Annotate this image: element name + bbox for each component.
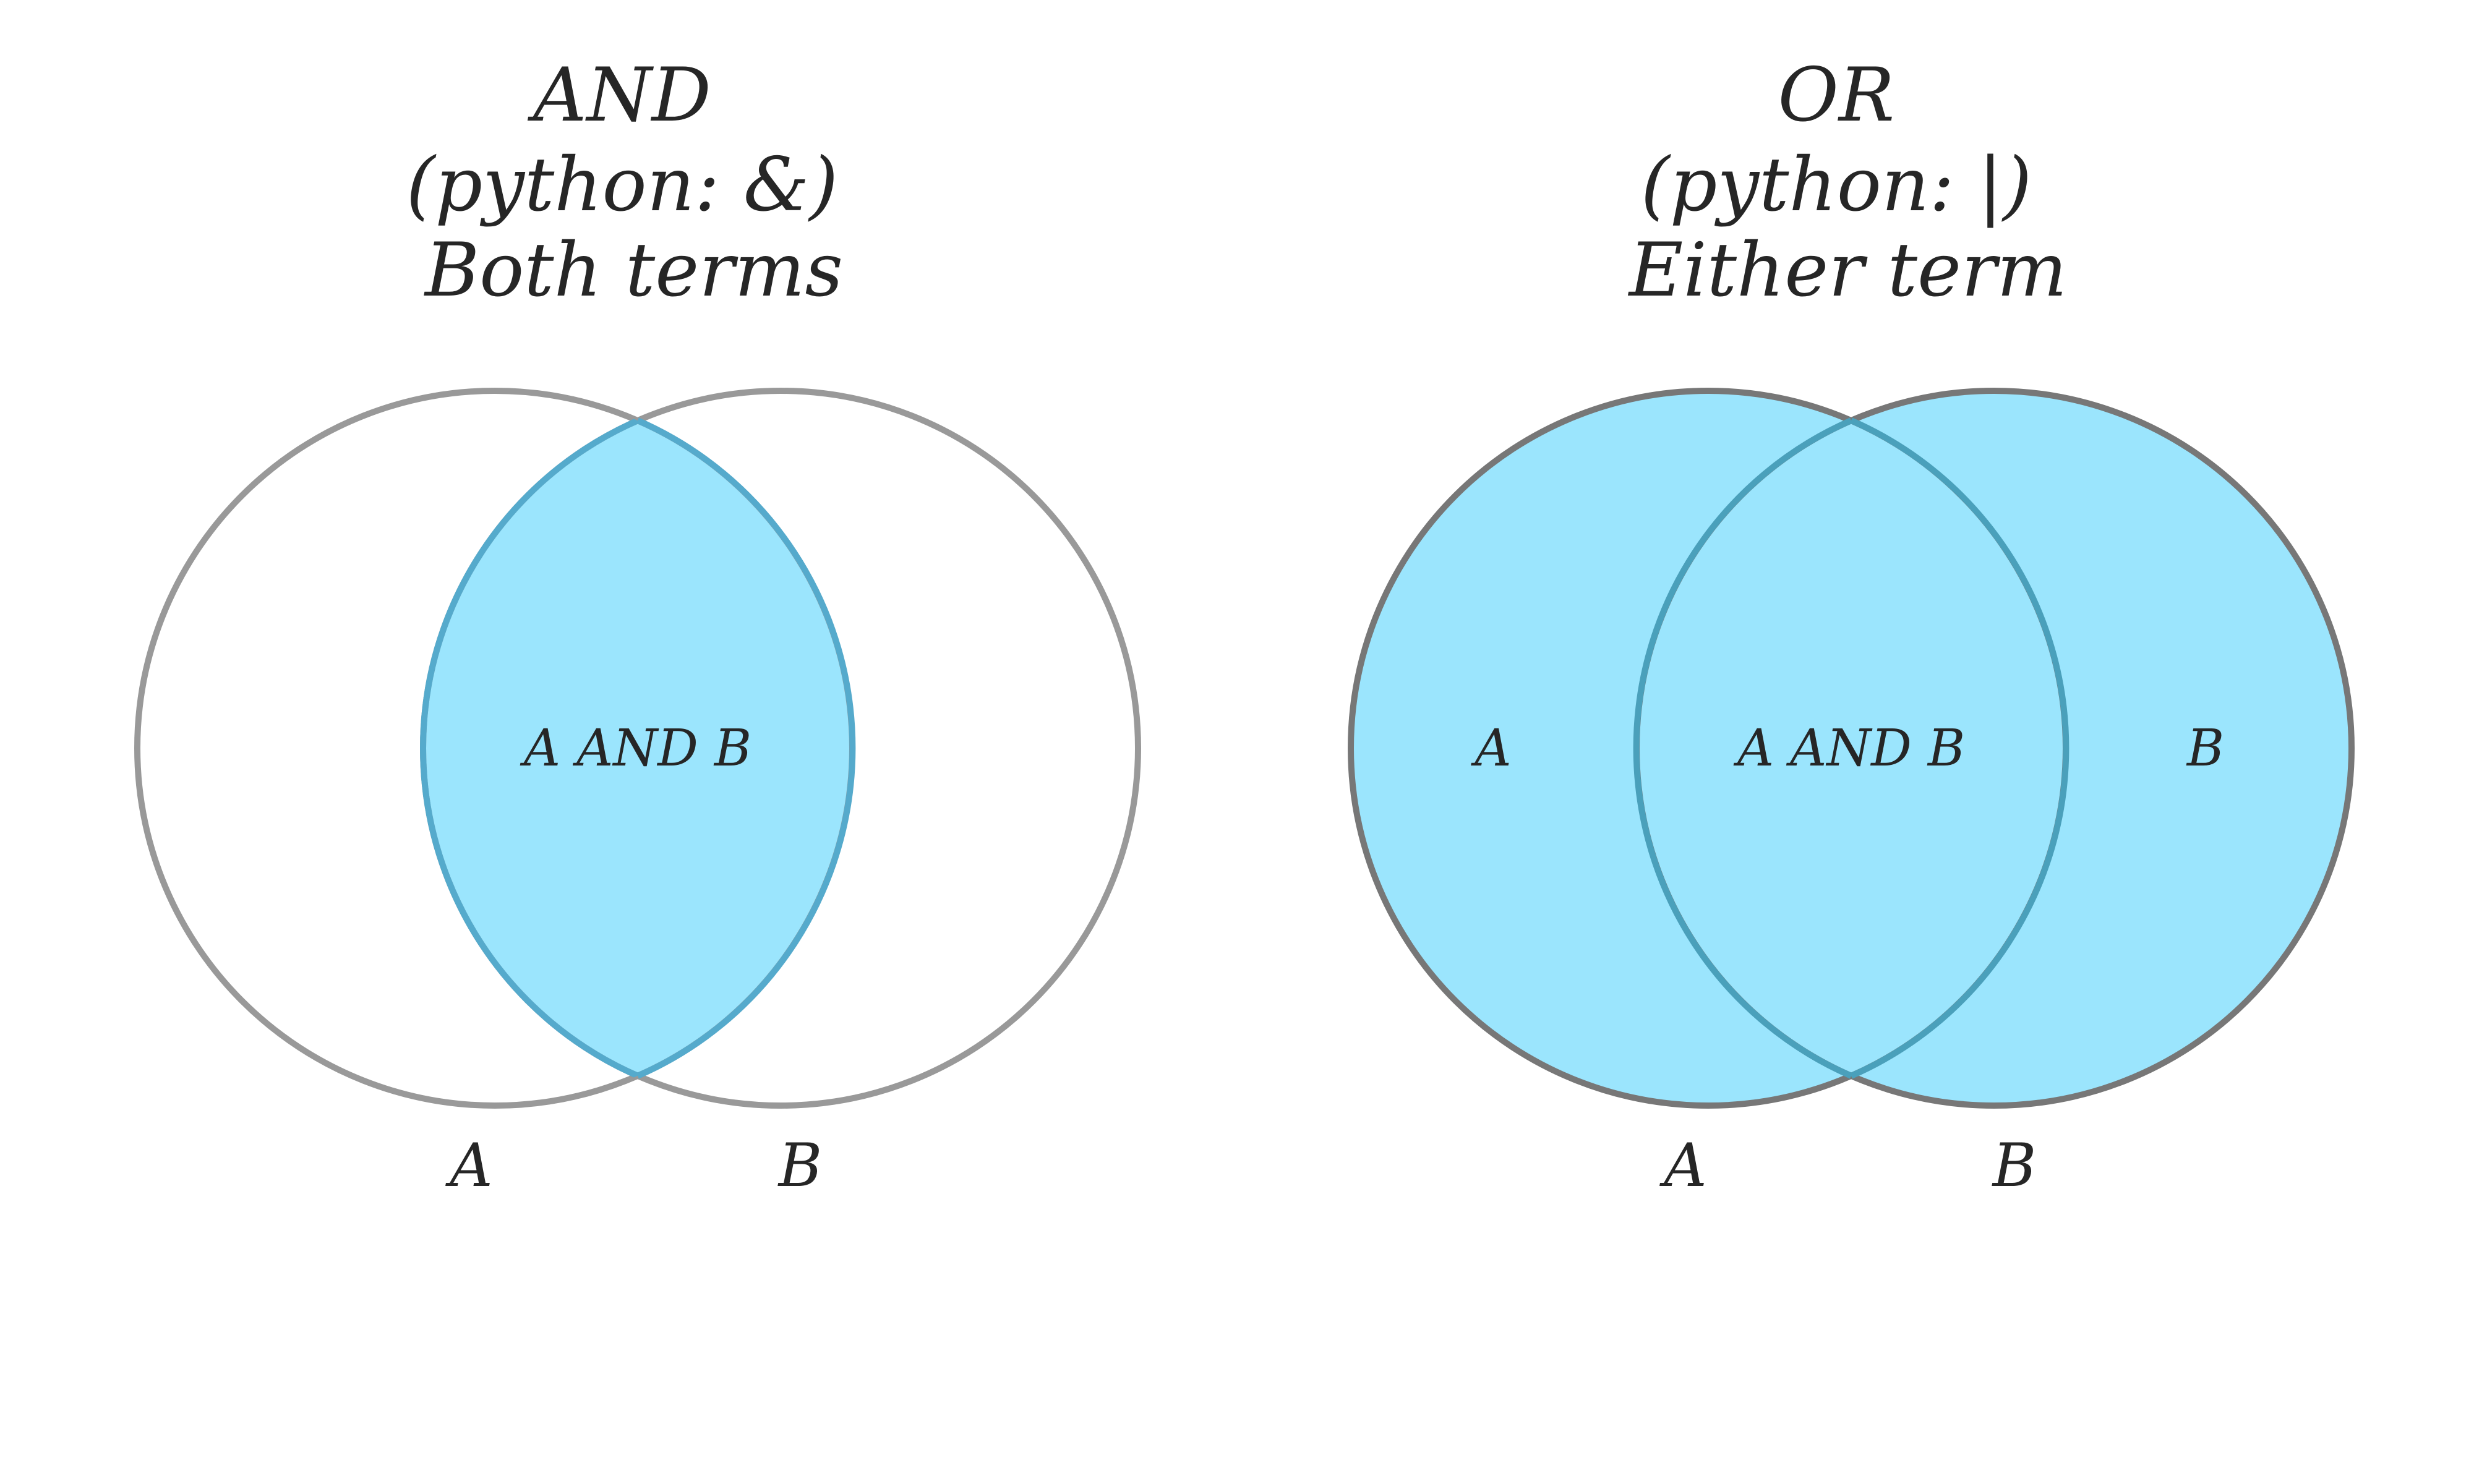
and-lens-edge-b [420, 391, 852, 1106]
and-center-label: A AND B [520, 719, 751, 778]
and-panel: AND (python: &) Both terms A AND B A B [134, 53, 1141, 1200]
and-title-line-3: Both terms [424, 228, 843, 313]
or-panel-title: OR (python: |) Either term [1628, 53, 2067, 313]
or-overlap-edge-b [1633, 417, 1853, 1079]
or-set-label-b: B [1992, 1131, 2037, 1200]
and-lens-edge-a [636, 417, 856, 1079]
or-panel: OR (python: |) Either term A A AND B B A… [1348, 53, 2355, 1200]
or-title-line-1: OR [1778, 53, 1895, 139]
or-overlap-edge-a [1849, 417, 2070, 1079]
and-set-label-b: B [777, 1131, 823, 1200]
or-title-line-3: Either term [1628, 228, 2067, 313]
or-right-label: B [2186, 719, 2224, 778]
or-title-line-2: (python: |) [1641, 142, 2032, 228]
or-set-label-a: A [1659, 1131, 1706, 1200]
or-circle-b-fill [1637, 391, 2352, 1106]
or-left-label: A [1470, 719, 1511, 778]
and-title-line-2: (python: &) [406, 142, 839, 228]
and-title-line-1: AND [527, 53, 711, 139]
or-center-label: A AND B [1733, 719, 1965, 778]
and-panel-title: AND (python: &) Both terms [406, 53, 862, 313]
and-set-label-a: A [445, 1131, 492, 1200]
and-intersection-region [423, 391, 852, 1106]
